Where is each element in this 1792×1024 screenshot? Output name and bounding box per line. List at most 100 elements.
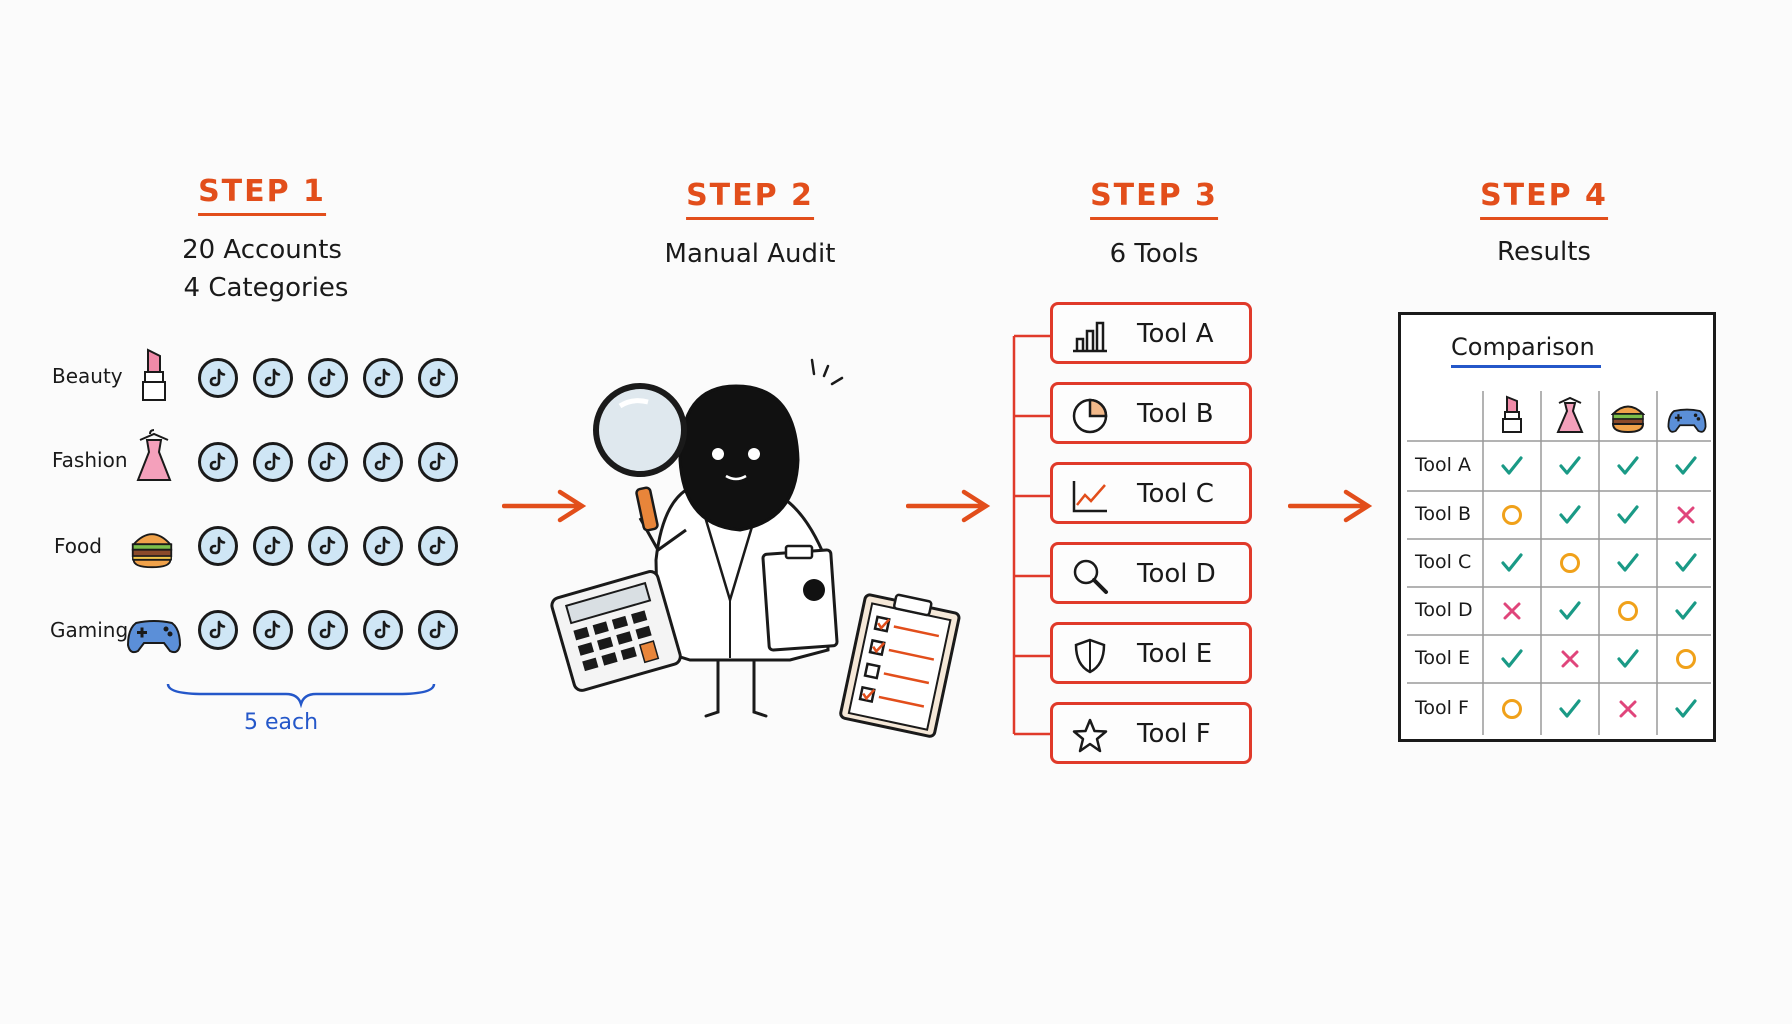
check-mark — [1615, 646, 1641, 672]
tool-box-f: Tool F — [1050, 702, 1252, 764]
tiktok-icon — [418, 442, 458, 482]
tiktok-icon — [308, 526, 348, 566]
check-mark — [1499, 646, 1525, 672]
cross-mark — [1615, 696, 1641, 722]
dress-icon — [1556, 396, 1584, 433]
step-2-title: STEP 2 — [686, 178, 814, 220]
burger-icon — [131, 533, 173, 569]
result-row-label: Tool E — [1415, 647, 1470, 669]
tool-label-d: Tool D — [1137, 559, 1216, 589]
tool-label-c: Tool C — [1137, 479, 1214, 509]
tiktok-icon — [418, 610, 458, 650]
cross-mark — [1499, 598, 1525, 624]
gamepad-icon — [126, 620, 182, 654]
star-icon — [1072, 718, 1108, 753]
tool-box-b: Tool B — [1050, 382, 1252, 444]
tiktok-icon — [418, 358, 458, 398]
circle-mark — [1673, 646, 1699, 672]
circle-mark — [1499, 502, 1525, 528]
check-mark — [1557, 453, 1583, 479]
tool-box-a: Tool A — [1050, 302, 1252, 364]
result-row-label: Tool C — [1415, 551, 1472, 573]
check-mark — [1673, 598, 1699, 624]
circle-mark — [1615, 598, 1641, 624]
tiktok-icon — [198, 526, 238, 566]
category-label-gaming: Gaming — [50, 618, 129, 642]
step-4-subtitle: Results — [1497, 237, 1591, 267]
arrow-step1-to-step2 — [502, 489, 587, 523]
tool-label-a: Tool A — [1137, 319, 1214, 349]
circle-mark — [1557, 550, 1583, 576]
cross-mark — [1673, 502, 1699, 528]
step-3-subtitle: 6 Tools — [1109, 239, 1199, 269]
tool-label-e: Tool E — [1137, 639, 1213, 669]
result-row-label: Tool A — [1415, 454, 1471, 476]
check-mark — [1499, 550, 1525, 576]
pie-chart-icon — [1072, 398, 1108, 434]
check-mark — [1673, 550, 1699, 576]
tiktok-icon — [198, 610, 238, 650]
tool-label-b: Tool B — [1137, 399, 1214, 429]
check-mark — [1673, 453, 1699, 479]
step-1-title: STEP 1 — [198, 174, 326, 216]
gamepad-icon — [1667, 408, 1707, 433]
tiktok-icon — [363, 358, 403, 398]
step-1-subtitle-line-2: 4 Categories — [183, 273, 349, 303]
comparison-title: Comparison — [1451, 333, 1601, 368]
check-mark — [1615, 550, 1641, 576]
tool-box-e: Tool E — [1050, 622, 1252, 684]
dress-icon — [136, 429, 172, 481]
tiktok-icon — [253, 358, 293, 398]
check-mark — [1557, 502, 1583, 528]
tool-box-d: Tool D — [1050, 542, 1252, 604]
tiktok-icon — [308, 610, 348, 650]
category-label-fashion: Fashion — [52, 448, 128, 472]
tool-label-f: Tool F — [1137, 719, 1211, 749]
arrow-step3-to-step4 — [1288, 489, 1373, 523]
tiktok-icon — [363, 610, 403, 650]
check-mark — [1673, 696, 1699, 722]
line-chart-icon — [1072, 481, 1107, 513]
step-3-title: STEP 3 — [1090, 178, 1218, 220]
circle-mark — [1499, 696, 1525, 722]
shield-icon — [1074, 638, 1106, 674]
check-mark — [1499, 453, 1525, 479]
tool-box-c: Tool C — [1050, 462, 1252, 524]
lipstick-icon — [142, 348, 166, 401]
category-label-food: Food — [54, 534, 102, 558]
tiktok-icon — [308, 358, 348, 398]
step-2-subtitle: Manual Audit — [664, 239, 836, 269]
magnifier-icon — [1073, 559, 1108, 594]
tiktok-icon — [253, 610, 293, 650]
step-4-title: STEP 4 — [1480, 178, 1608, 220]
tiktok-icon — [253, 526, 293, 566]
results-card: Comparison Tool A Tool B Tool C Tool D Tool … — [1398, 312, 1716, 742]
burger-icon — [1611, 405, 1645, 434]
arrow-step2-to-step3 — [906, 489, 991, 523]
check-mark — [1557, 598, 1583, 624]
result-row-label: Tool D — [1415, 599, 1473, 621]
step-1-subtitle-line-1: 20 Accounts — [182, 235, 342, 265]
tiktok-icon — [363, 526, 403, 566]
result-row-label: Tool B — [1415, 503, 1471, 525]
bar-chart-icon — [1073, 321, 1107, 353]
check-mark — [1557, 696, 1583, 722]
check-mark — [1615, 502, 1641, 528]
tiktok-icon — [198, 358, 238, 398]
tiktok-icon — [308, 442, 348, 482]
tiktok-icon — [363, 442, 403, 482]
tiktok-icon — [253, 442, 293, 482]
lipstick-icon — [1502, 395, 1522, 433]
tools-connector-bracket — [1012, 334, 1052, 736]
tiktok-icon — [418, 526, 458, 566]
auditor-character-illustration — [550, 358, 961, 738]
category-label-beauty: Beauty — [52, 364, 123, 388]
results-grid-lines — [1407, 391, 1711, 735]
brace — [166, 683, 436, 708]
tiktok-icon — [198, 442, 238, 482]
result-row-label: Tool F — [1415, 697, 1469, 719]
cross-mark — [1557, 646, 1583, 672]
check-mark — [1615, 453, 1641, 479]
accounts-note: 5 each — [244, 710, 319, 735]
